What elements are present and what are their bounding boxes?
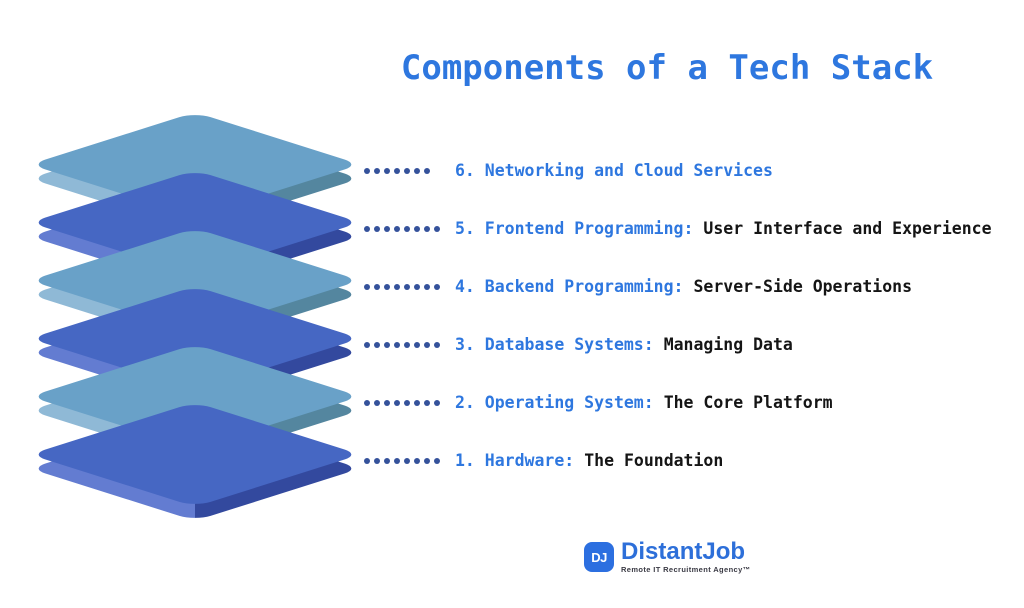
dot xyxy=(414,342,420,348)
dot xyxy=(384,458,390,464)
dot xyxy=(394,284,400,290)
layer-label-title: 2. Operating System: xyxy=(455,393,654,412)
dot xyxy=(364,226,370,232)
leader-dots xyxy=(364,168,434,174)
dot xyxy=(404,226,410,232)
dot xyxy=(414,226,420,232)
dot xyxy=(374,284,380,290)
layer-label-1: 1. Hardware: The Foundation xyxy=(455,451,723,471)
dot xyxy=(414,400,420,406)
dot xyxy=(434,400,440,406)
layer-label-5: 5. Frontend Programming: User Interface a… xyxy=(455,219,992,239)
distantjob-logo: DJ DistantJob Remote IT Recruitment Agen… xyxy=(584,540,751,574)
dot xyxy=(394,400,400,406)
dot xyxy=(364,342,370,348)
dot xyxy=(374,226,380,232)
layer-label-desc: Server-Side Operations xyxy=(693,277,913,296)
dot xyxy=(384,400,390,406)
dot xyxy=(434,458,440,464)
layer-label-desc: User Interface and Experience xyxy=(703,219,992,238)
dot xyxy=(374,458,380,464)
page-title: Components of a Tech Stack xyxy=(400,48,934,88)
dot xyxy=(364,168,370,174)
logo-text: DistantJob Remote IT Recruitment Agency™ xyxy=(621,538,751,575)
dot xyxy=(424,284,430,290)
dot xyxy=(414,458,420,464)
tech-stack-illustration xyxy=(38,115,352,518)
layer-label-title: 6. Networking and Cloud Services xyxy=(455,161,773,180)
layer-label-title: 3. Database Systems: xyxy=(455,335,654,354)
brand-tagline: Remote IT Recruitment Agency™ xyxy=(621,565,751,574)
dot xyxy=(414,284,420,290)
dot xyxy=(404,168,410,174)
dot xyxy=(394,342,400,348)
dot xyxy=(384,168,390,174)
dot xyxy=(424,342,430,348)
leader-dots xyxy=(364,284,444,290)
dot xyxy=(424,168,430,174)
layer-label-6: 6. Networking and Cloud Services xyxy=(455,161,773,181)
dot xyxy=(434,342,440,348)
dot xyxy=(404,284,410,290)
layer-label-title: 4. Backend Programming: xyxy=(455,277,684,296)
leader-dots xyxy=(364,226,444,232)
dot xyxy=(424,400,430,406)
dot xyxy=(404,400,410,406)
brand-name: DistantJob xyxy=(621,538,746,565)
dot xyxy=(414,168,420,174)
dot xyxy=(434,284,440,290)
layer-label-title: 5. Frontend Programming: xyxy=(455,219,694,238)
dot xyxy=(364,284,370,290)
dot xyxy=(384,284,390,290)
dot xyxy=(384,226,390,232)
leader-dots xyxy=(364,400,444,406)
dot xyxy=(364,400,370,406)
dj-logo-icon: DJ xyxy=(584,542,614,572)
layer-label-desc: Managing Data xyxy=(663,335,793,354)
layer-label-2: 2. Operating System: The Core Platform xyxy=(455,393,833,413)
dot xyxy=(374,342,380,348)
dot xyxy=(374,168,380,174)
dot xyxy=(434,226,440,232)
leader-dots xyxy=(364,342,444,348)
layer-label-desc: The Foundation xyxy=(584,451,724,470)
layer-label-4: 4. Backend Programming: Server-Side Opera… xyxy=(455,277,912,297)
dot xyxy=(364,458,370,464)
layer-label-title: 1. Hardware: xyxy=(455,451,575,470)
dot xyxy=(404,458,410,464)
dot xyxy=(424,458,430,464)
leader-dots xyxy=(364,458,444,464)
layer-label-3: 3. Database Systems: Managing Data xyxy=(455,335,793,355)
dot xyxy=(404,342,410,348)
dot xyxy=(394,226,400,232)
dot xyxy=(394,458,400,464)
layer-label-desc: The Core Platform xyxy=(663,393,833,412)
dot xyxy=(374,400,380,406)
dot xyxy=(384,342,390,348)
dot xyxy=(394,168,400,174)
dot xyxy=(424,226,430,232)
stack-layer-1 xyxy=(38,405,352,518)
